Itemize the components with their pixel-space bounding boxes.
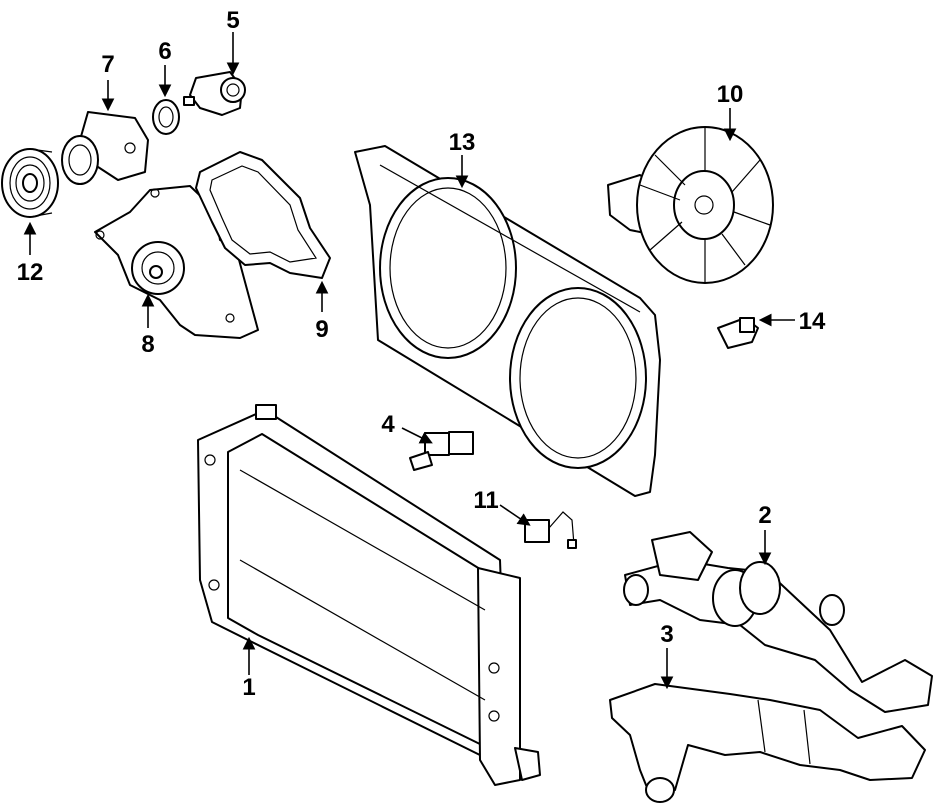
upper-hose-part <box>623 531 933 713</box>
callout-1: 1 <box>242 674 255 701</box>
seal-ring-part <box>152 99 180 135</box>
lower-hose-part <box>609 683 926 803</box>
callout-10: 10 <box>717 81 744 108</box>
thermostat-part <box>183 71 246 116</box>
callout-11: 11 <box>473 487 498 514</box>
callout-2: 2 <box>758 502 771 529</box>
sensor-14-part <box>717 317 759 349</box>
callout-labels: 1 2 3 4 5 6 7 8 9 10 11 12 13 14 <box>17 7 826 701</box>
callout-8: 8 <box>141 331 154 358</box>
callout-7: 7 <box>101 51 114 78</box>
callout-13: 13 <box>449 129 476 156</box>
temperature-sensor-part <box>409 431 474 471</box>
housing-part <box>61 111 149 185</box>
callout-5: 5 <box>226 7 239 34</box>
callout-6: 6 <box>158 38 171 65</box>
callout-14: 14 <box>799 308 826 335</box>
pulley-part <box>1 148 59 218</box>
callout-12: 12 <box>17 259 44 286</box>
callout-4: 4 <box>381 411 395 438</box>
radiator-part <box>197 404 541 786</box>
fan-shroud-part <box>354 145 661 497</box>
callout-3: 3 <box>660 621 673 648</box>
fan-motor-part <box>607 126 774 284</box>
leader-lines <box>23 32 795 690</box>
callout-9: 9 <box>315 316 328 343</box>
gasket-part <box>195 151 331 279</box>
switch-part <box>524 511 577 549</box>
